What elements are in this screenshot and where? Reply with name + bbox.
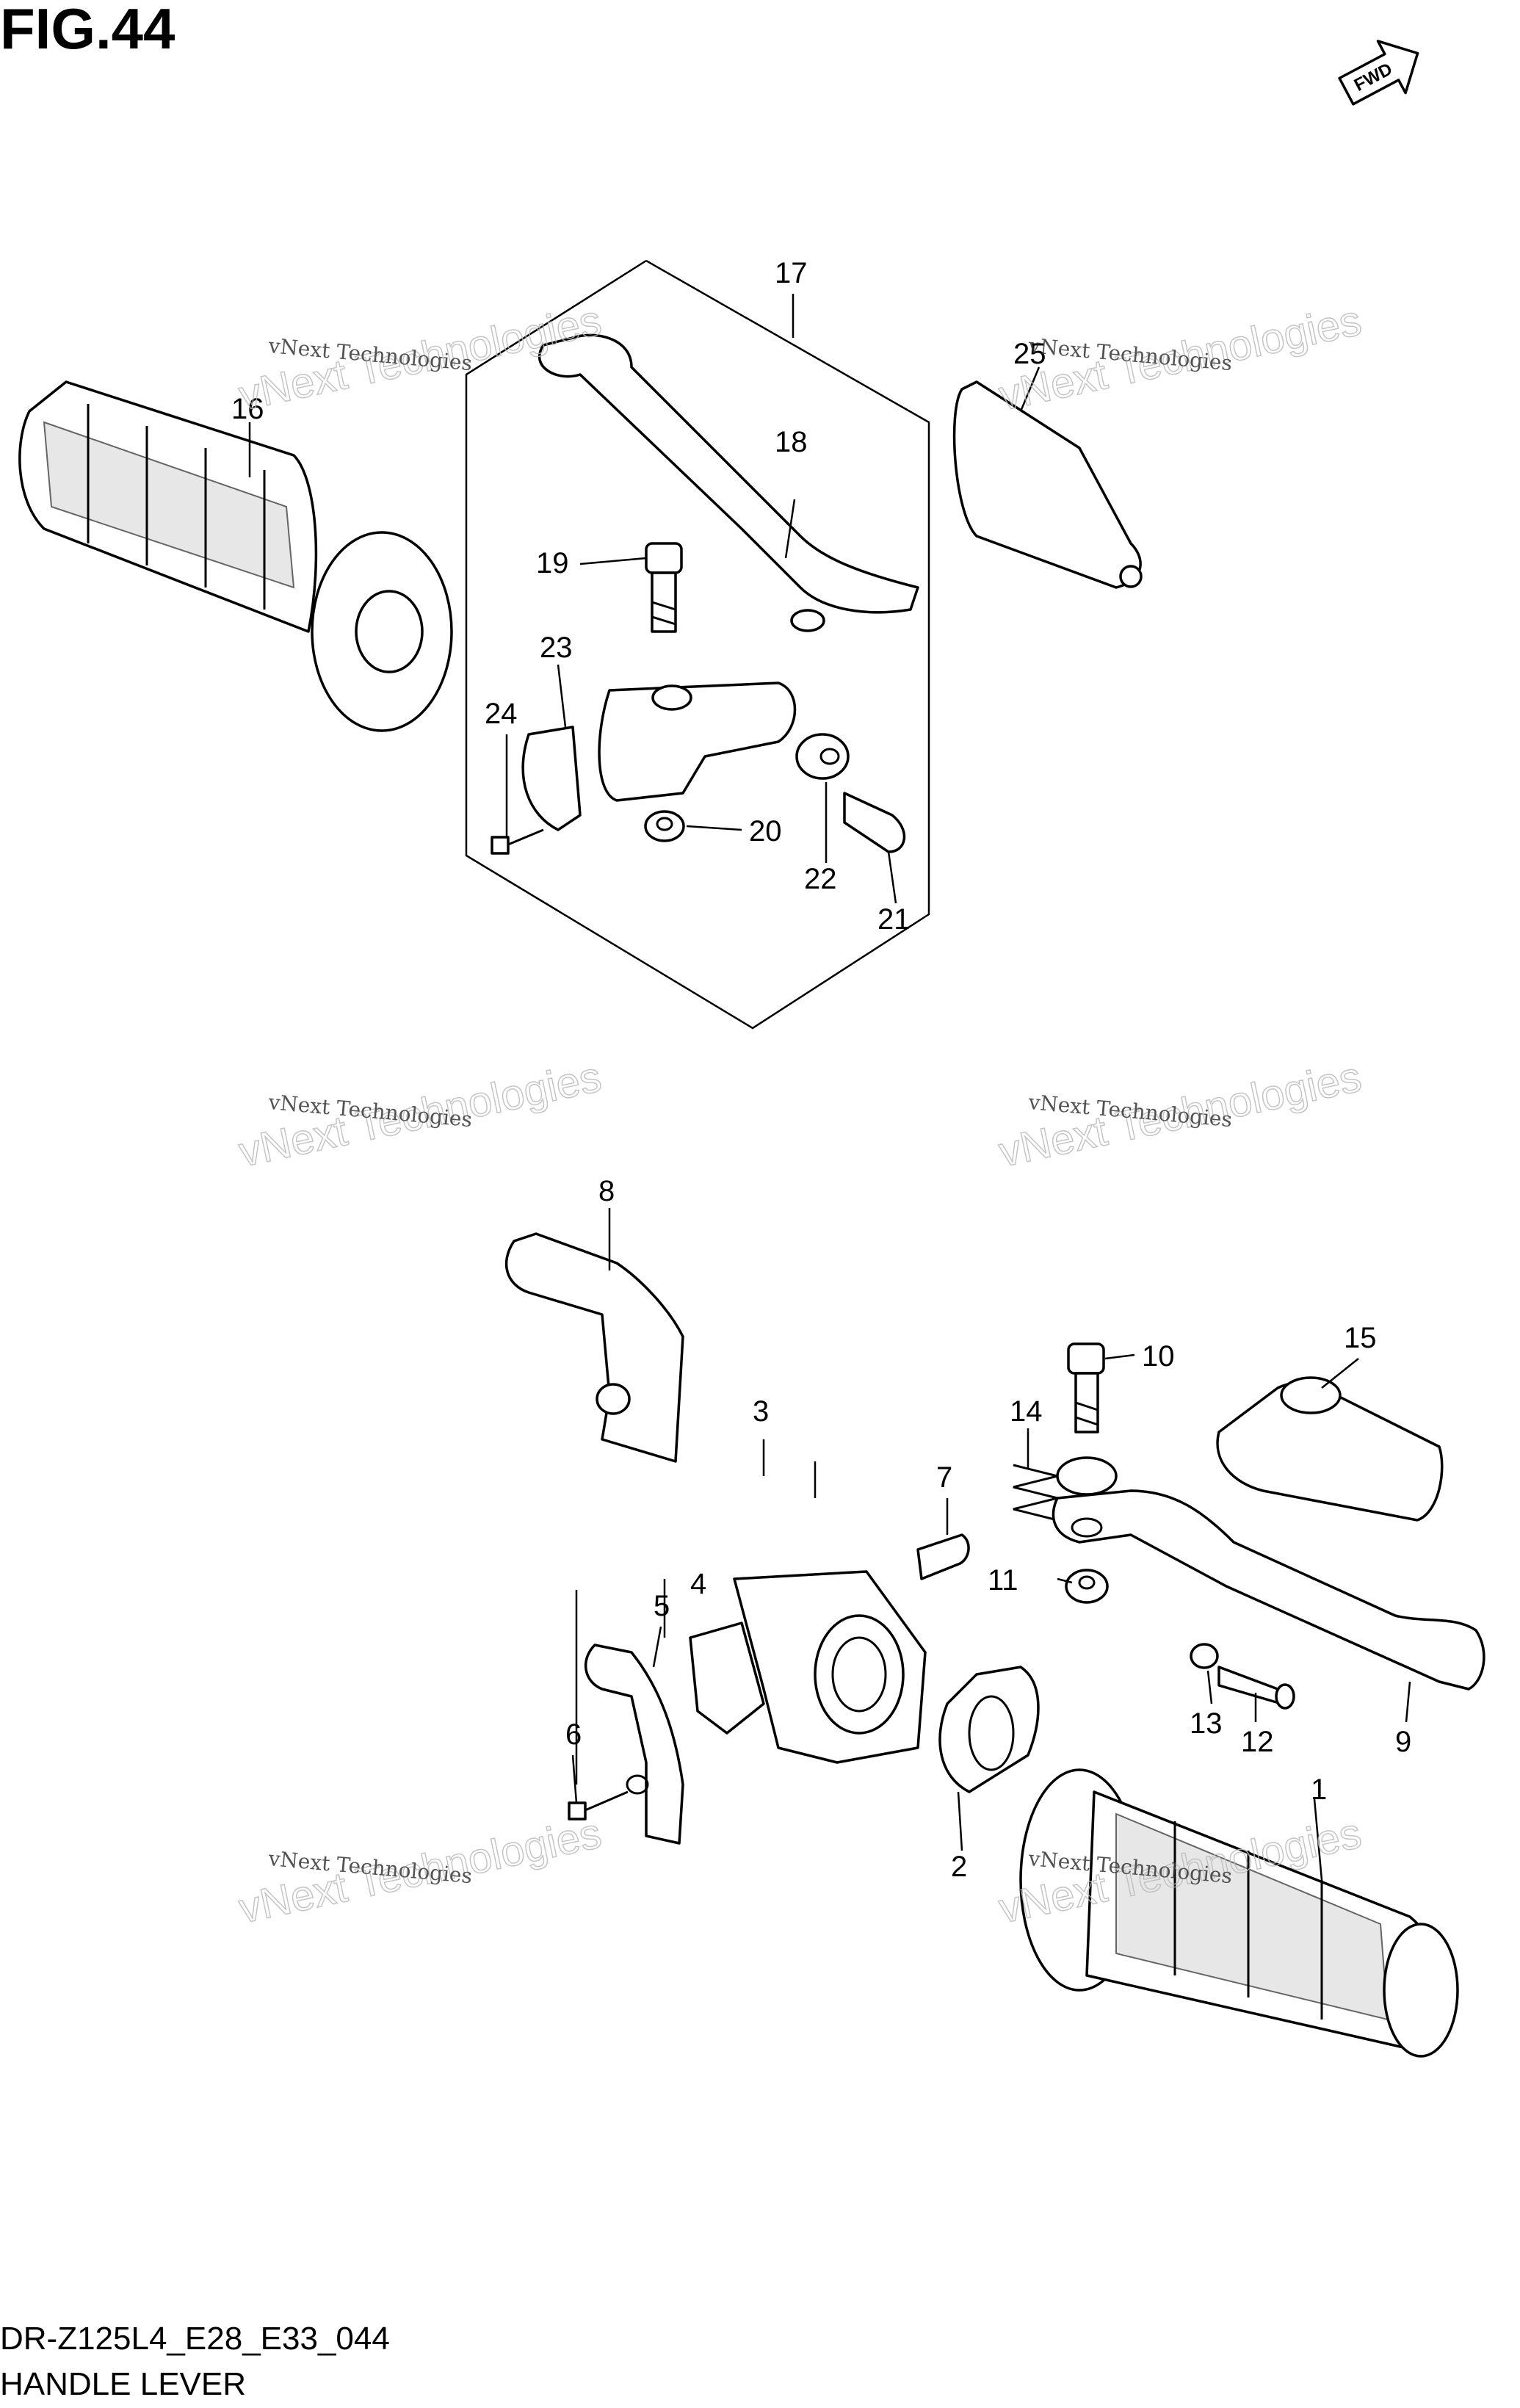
callout-7: 7 [936,1461,952,1494]
figure-title: FIG.44 [0,0,175,61]
forward-arrow-icon: FWD [1338,40,1419,106]
callout-19: 19 [536,547,569,579]
group-bracket-17 [465,259,930,1030]
figure-name: HANDLE LEVER [0,2366,247,2402]
callout-24: 24 [485,698,518,730]
throttle-pulley [938,1666,1040,1793]
lever-cover-15 [1216,1376,1444,1522]
plate-5 [568,1644,684,1845]
screw-12 [1217,1666,1295,1710]
clutch-lever [538,333,919,632]
callout-18: 18 [775,426,808,458]
callout-10: 10 [1142,1340,1175,1373]
callout-22: 22 [804,863,837,895]
spring-14 [1013,1464,1058,1522]
callout-11: 11 [988,1564,1018,1597]
callout-23: 23 [540,632,573,664]
pivot-bolt-10 [1067,1342,1105,1433]
nut-11 [1065,1569,1109,1604]
lever-bolt [645,542,683,633]
callout-9: 9 [1395,1726,1411,1758]
callout-25: 25 [1013,338,1046,370]
throttle-cover-8 [505,1232,684,1463]
callout-1: 1 [1311,1774,1327,1806]
callout-16: 16 [231,393,264,425]
nut-20 [644,810,685,842]
callout-5: 5 [654,1590,670,1622]
callout-numbers: 1 2 3 4 5 6 7 8 9 10 11 12 13 14 15 16 1… [231,257,1411,1883]
callout-6: 6 [565,1718,582,1751]
callout-14: 14 [1010,1395,1043,1428]
callout-8: 8 [598,1175,615,1207]
adjuster [795,733,905,853]
throttle-grip [1019,1768,1459,2058]
callout-12: 12 [1241,1726,1274,1758]
brake-lever [1052,1456,1485,1691]
callout-3: 3 [753,1395,769,1428]
leader-lines [248,366,1411,1881]
callout-20: 20 [749,815,782,847]
callout-4: 4 [690,1568,706,1600]
callout-17: 17 [775,257,808,289]
lever-cover-25 [952,380,1143,589]
grip-left [18,380,453,732]
callout-15: 15 [1344,1322,1377,1354]
cable-guide [689,1621,765,1735]
throttle-housing [733,1570,927,1764]
screw-7 [916,1533,970,1580]
figure-code: DR-Z125L4_E28_E33_044 [0,2321,390,2357]
callout-21: 21 [877,903,911,936]
lever-holder [491,681,797,855]
nut-13 [1190,1643,1219,1669]
callout-13: 13 [1190,1707,1223,1740]
callout-2: 2 [951,1851,967,1883]
